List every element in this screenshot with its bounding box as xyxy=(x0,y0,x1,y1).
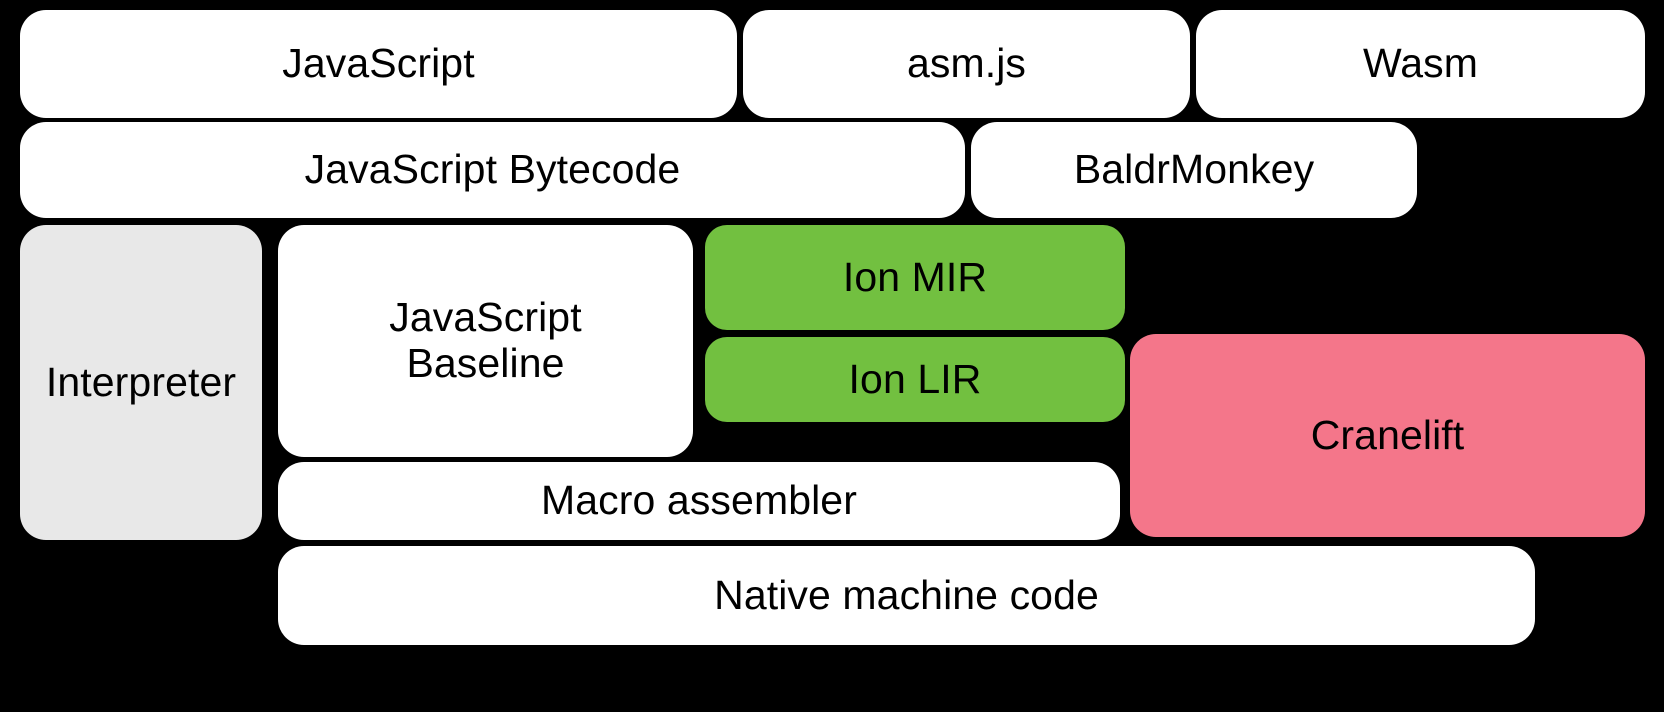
box-ion-lir[interactable]: Ion LIR xyxy=(705,337,1125,422)
box-interpreter[interactable]: Interpreter xyxy=(20,225,262,540)
box-baldrmonkey[interactable]: BaldrMonkey xyxy=(971,122,1417,218)
box-macro-assembler[interactable]: Macro assembler xyxy=(278,462,1120,540)
box-wasm[interactable]: Wasm xyxy=(1196,10,1645,118)
box-ion-mir[interactable]: Ion MIR xyxy=(705,225,1125,330)
box-asm-js[interactable]: asm.js xyxy=(743,10,1190,118)
box-javascript-bytecode[interactable]: JavaScript Bytecode xyxy=(20,122,965,218)
box-cranelift[interactable]: Cranelift xyxy=(1130,334,1645,537)
box-native-machine-code[interactable]: Native machine code xyxy=(278,546,1535,645)
box-javascript[interactable]: JavaScript xyxy=(20,10,737,118)
box-javascript-baseline[interactable]: JavaScript Baseline xyxy=(278,225,693,457)
